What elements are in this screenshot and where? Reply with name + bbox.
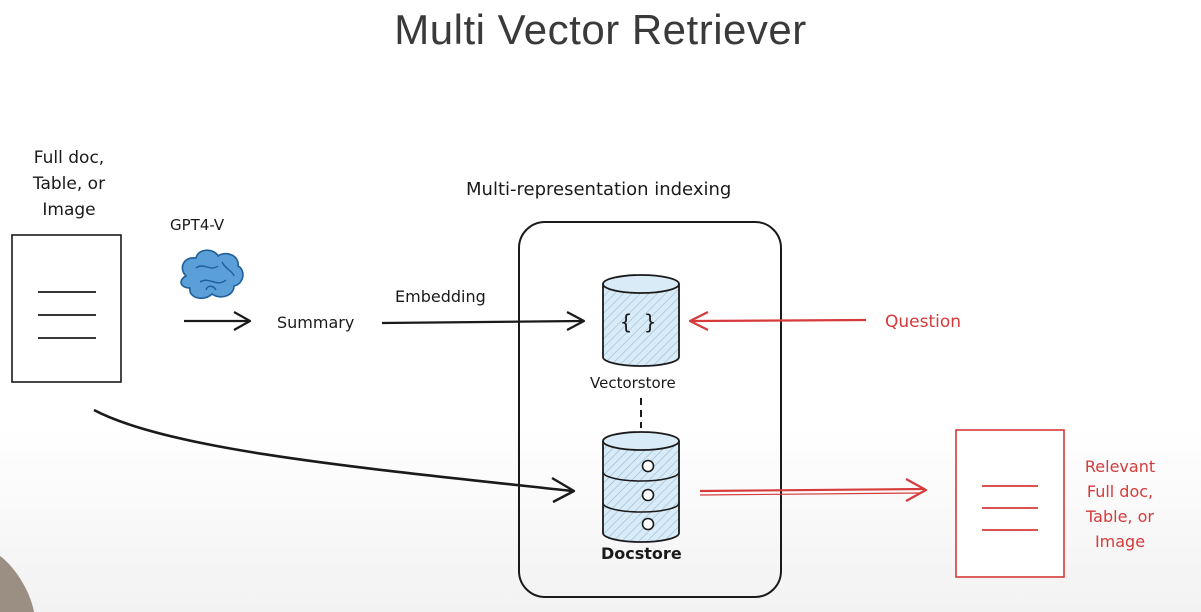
output-label-line: Relevant: [1084, 457, 1156, 476]
output-label-line: Full doc,: [1086, 482, 1154, 501]
arrow-doc-to-summary: [184, 311, 252, 331]
output-label-line: Image: [1094, 532, 1146, 551]
output-document: [955, 429, 1065, 578]
docstore-icon: [602, 431, 680, 543]
brain-icon: [180, 249, 244, 300]
arrow-question-to-vectorstore: [688, 311, 867, 331]
corner-avatar-fragment: [0, 556, 34, 612]
model-label: GPT4-V: [170, 216, 225, 234]
diagram-title: Multi Vector Retriever: [394, 6, 807, 53]
embedding-label: Embedding: [395, 287, 486, 306]
indexing-label: Multi-representation indexing: [466, 179, 732, 200]
output-label-line: Table, or: [1086, 507, 1154, 526]
arrow-docstore-to-output: [699, 478, 928, 502]
input-label-line: Table, or: [32, 174, 106, 194]
vectorstore-label: Vectorstore: [590, 374, 676, 392]
input-label-line: Image: [42, 200, 96, 220]
question-label: Question: [885, 312, 962, 332]
output-label: Relevant Full doc, Table, or Image: [1068, 454, 1172, 554]
input-label-line: Full doc,: [33, 148, 105, 168]
input-label: Full doc, Table, or Image: [14, 145, 124, 223]
summary-label: Summary: [277, 313, 355, 332]
indexing-container: [518, 221, 782, 598]
vectorstore-icon: [602, 274, 680, 367]
arrow-doc-to-docstore: [93, 408, 576, 504]
docstore-label: Docstore: [601, 544, 682, 563]
arrow-summary-to-vectorstore: [381, 311, 586, 331]
input-document: [11, 234, 122, 383]
vectorstore-glyph: { }: [620, 310, 657, 334]
